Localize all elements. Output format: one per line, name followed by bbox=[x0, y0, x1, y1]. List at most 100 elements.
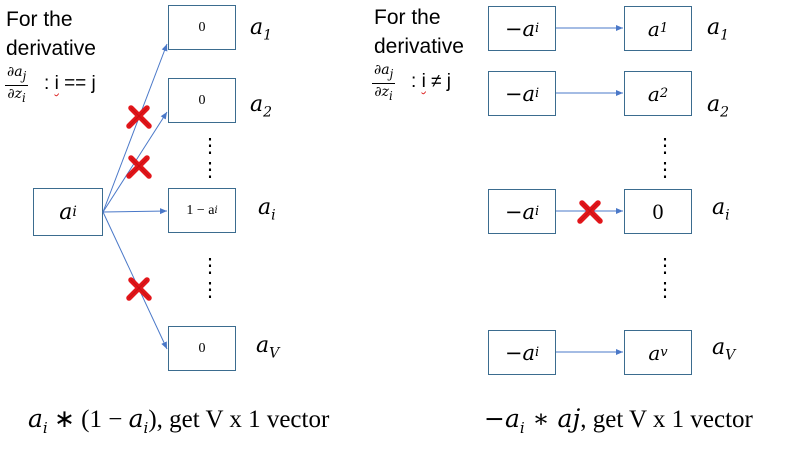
left-colon: : bbox=[44, 73, 50, 94]
left-source-text: a bbox=[59, 199, 73, 225]
left-heading-line1: For the bbox=[6, 8, 73, 31]
right-formula-a-sub: i bbox=[519, 419, 525, 437]
cross-icon bbox=[126, 277, 152, 301]
left-label-v: aV bbox=[256, 333, 279, 361]
cross-icon bbox=[577, 200, 603, 224]
left-target-box-v-value: 0 bbox=[198, 340, 206, 356]
right-frac-num: ∂a bbox=[374, 62, 390, 78]
left-label-i-sub: i bbox=[271, 207, 276, 224]
right-label-2: a2 bbox=[707, 92, 729, 120]
left-cond-i: i bbox=[54, 73, 59, 94]
left-label-i: ai bbox=[258, 195, 276, 223]
left-formula-b-sub: i bbox=[143, 419, 149, 437]
right-formula: −ai ∗ aj, get V x 1 vector bbox=[484, 404, 753, 437]
right-label-2-text: a bbox=[707, 92, 721, 117]
left-target-box-i-value: 1 − a bbox=[186, 202, 215, 218]
left-formula-text: , get V x 1 vector bbox=[156, 406, 330, 433]
right-label-2-sub: 2 bbox=[720, 104, 730, 121]
left-label-2-text: a bbox=[250, 92, 264, 117]
left-arrow-to-ai bbox=[102, 208, 168, 215]
left-partial-derivative: ∂aj ∂zi bbox=[5, 64, 29, 107]
right-condition: : i ≠ j bbox=[411, 71, 451, 93]
left-heading-line2: derivative bbox=[6, 37, 96, 60]
left-formula-mid: ∗ (1 − bbox=[47, 406, 129, 433]
right-label-v: aV bbox=[712, 335, 735, 363]
right-frac-den-sub: i bbox=[389, 88, 393, 103]
right-source-box-1-sub: i bbox=[534, 21, 540, 36]
left-frac-den: ∂z bbox=[7, 85, 23, 102]
left-formula-a: a bbox=[28, 404, 43, 433]
right-formula-a: −a bbox=[484, 404, 520, 433]
left-ellipsis-1: ⋮ bbox=[200, 135, 220, 157]
left-target-box-v: 0 bbox=[168, 326, 236, 371]
right-heading: For the derivative bbox=[374, 3, 464, 61]
left-label-v-sub: V bbox=[269, 345, 280, 362]
left-label-1: a1 bbox=[250, 15, 272, 43]
right-ellipsis-4: ⋮ bbox=[655, 279, 675, 301]
right-formula-text: , get V x 1 vector bbox=[580, 406, 753, 433]
left-label-1-text: a bbox=[250, 15, 264, 40]
right-heading-line2: derivative bbox=[374, 35, 464, 58]
right-ellipsis-3: ⋮ bbox=[655, 255, 675, 277]
left-arrow-to-a1 bbox=[102, 43, 168, 213]
right-label-i-text: a bbox=[712, 195, 726, 220]
left-formula: ai ∗ (1 − ai), get V x 1 vector bbox=[28, 404, 329, 437]
left-frac-num: ∂a bbox=[7, 64, 23, 80]
right-target-box-i: 0 bbox=[624, 189, 692, 234]
left-source-sub: i bbox=[72, 204, 77, 220]
left-target-box-2: 0 bbox=[168, 78, 236, 123]
right-target-box-i-text: 0 bbox=[652, 198, 664, 224]
left-label-i-text: a bbox=[258, 195, 272, 220]
left-formula-b: a bbox=[128, 404, 144, 433]
left-frac-den-sub: i bbox=[22, 90, 26, 105]
left-label-2-sub: 2 bbox=[263, 104, 273, 121]
left-target-box-i-sub: i bbox=[214, 205, 218, 216]
right-ellipsis-1: ⋮ bbox=[655, 135, 675, 157]
left-target-box-1: 0 bbox=[168, 5, 236, 50]
right-colon: : bbox=[411, 71, 417, 92]
right-cond-rest: ≠ j bbox=[425, 71, 452, 92]
left-ellipsis-4: ⋮ bbox=[200, 279, 220, 301]
left-ellipsis-3: ⋮ bbox=[200, 255, 220, 277]
right-label-v-sub: V bbox=[725, 347, 736, 364]
left-condition: : i == j bbox=[44, 73, 96, 95]
left-label-1-sub: 1 bbox=[263, 27, 273, 44]
right-target-box-v-text: a bbox=[648, 340, 661, 365]
left-heading: For the derivative bbox=[6, 5, 96, 63]
right-label-v-text: a bbox=[712, 335, 726, 360]
right-heading-line1: For the bbox=[374, 6, 441, 29]
left-label-v-text: a bbox=[256, 333, 270, 358]
left-ellipsis-2: ⋮ bbox=[200, 159, 220, 181]
cross-icon bbox=[126, 105, 152, 129]
right-source-box-2-text: −a bbox=[504, 81, 535, 106]
left-target-box-1-value: 0 bbox=[198, 19, 206, 35]
right-partial-derivative: ∂aj ∂zi bbox=[372, 62, 396, 105]
left-cond-rest: == j bbox=[58, 73, 96, 94]
right-source-box-1-text: −a bbox=[504, 16, 535, 41]
right-source-box-2-sub: i bbox=[534, 86, 540, 101]
right-label-1-sub: 1 bbox=[720, 27, 730, 44]
right-source-box-v-sub: i bbox=[534, 345, 540, 360]
right-target-box-v-sub: v bbox=[660, 345, 668, 360]
right-source-box-v-text: −a bbox=[504, 340, 535, 365]
right-label-i-sub: i bbox=[725, 207, 730, 224]
right-label-1-text: a bbox=[707, 15, 721, 40]
right-label-i: ai bbox=[712, 195, 730, 223]
right-target-box-1-sub: 1 bbox=[659, 21, 669, 36]
right-source-box-i-text: −a bbox=[504, 199, 535, 224]
right-source-box-i-sub: i bbox=[534, 204, 540, 219]
left-formula-close: ) bbox=[148, 406, 157, 433]
right-target-box-2-sub: 2 bbox=[659, 86, 669, 101]
right-frac-den: ∂z bbox=[374, 83, 390, 100]
right-target-box-1-text: a bbox=[647, 16, 660, 41]
